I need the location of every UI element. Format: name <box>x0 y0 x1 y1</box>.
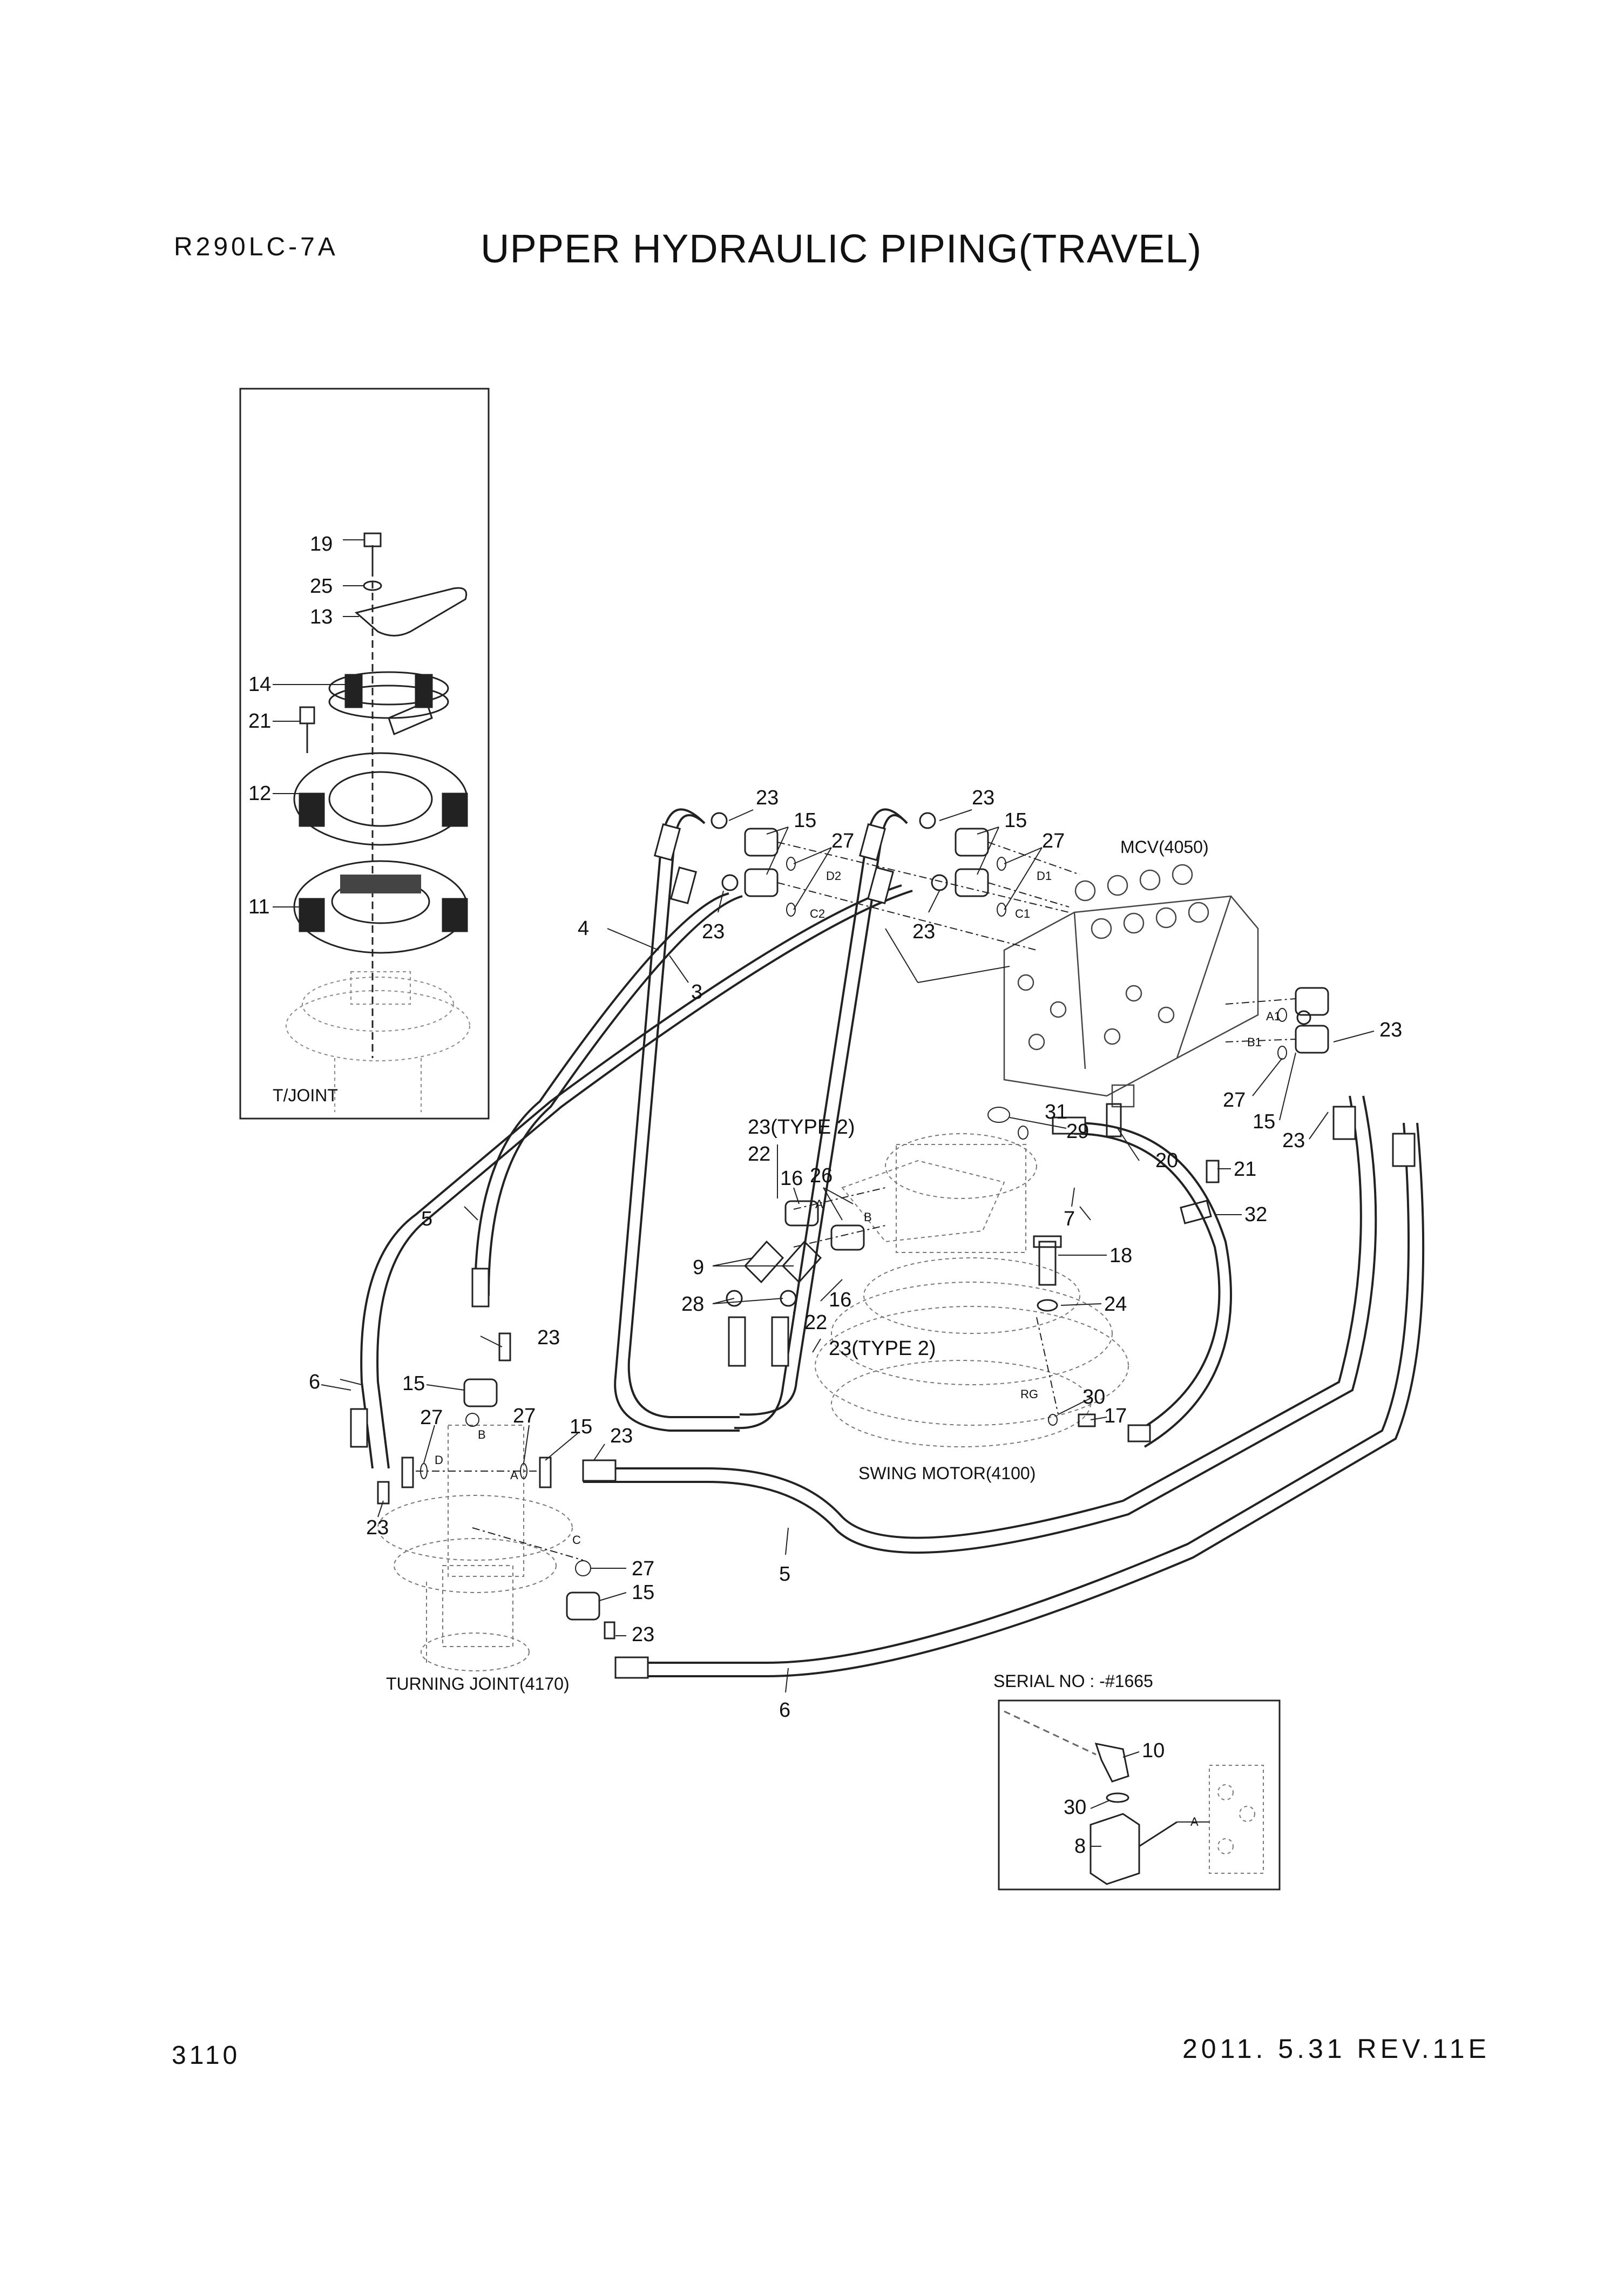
mcv-caption: MCV(4050) <box>1120 837 1209 857</box>
part-label-23: 23 <box>610 1425 633 1447</box>
part-label-27: 27 <box>1223 1089 1246 1112</box>
port-label-d1: D1 <box>1037 869 1052 883</box>
part-label-27: 27 <box>513 1405 536 1427</box>
part-label-27: 27 <box>831 830 854 852</box>
part-label-23: 23 <box>1282 1129 1305 1152</box>
part-label-13: 13 <box>310 606 333 628</box>
part-label-14: 14 <box>248 673 271 696</box>
part-label-21: 21 <box>248 710 271 733</box>
part-label-23: 23 <box>537 1326 560 1349</box>
port-label-a: A <box>815 1197 823 1211</box>
part-label-23-type2: 23(TYPE 2) <box>829 1337 936 1360</box>
serial-inset-parts <box>1004 1710 1264 1885</box>
part-label-15: 15 <box>402 1372 425 1395</box>
swing-motor <box>815 1133 1129 1447</box>
port-label-a1: A1 <box>1266 1010 1281 1023</box>
part-label-15: 15 <box>632 1581 654 1604</box>
swing-motor-fittings <box>726 1103 1220 1427</box>
part-label-9: 9 <box>693 1256 704 1279</box>
port-label-b1: B1 <box>1247 1035 1262 1049</box>
part-label-29: 29 <box>1066 1120 1089 1143</box>
page-title: UPPER HYDRAULIC PIPING(TRAVEL) <box>481 226 1202 271</box>
part-label-7: 7 <box>1064 1208 1075 1230</box>
hose-assemblies <box>360 808 1425 1677</box>
part-label-30: 30 <box>1064 1796 1086 1819</box>
part-label-6: 6 <box>309 1371 320 1393</box>
port-label-d2: D2 <box>826 869 841 883</box>
port-label-b: B <box>478 1428 486 1441</box>
part-label-23: 23 <box>366 1516 389 1539</box>
part-label-24: 24 <box>1104 1293 1127 1316</box>
revision-date: 2011. 5.31 REV.11E <box>1182 2034 1490 2064</box>
part-label-23: 23 <box>972 787 994 809</box>
part-label-8: 8 <box>1074 1835 1086 1858</box>
part-label-4: 4 <box>578 917 589 940</box>
part-label-26: 26 <box>810 1164 833 1187</box>
port-label-rg: RG <box>1020 1387 1038 1401</box>
turning-joint <box>377 1425 573 1671</box>
part-label-22: 22 <box>804 1311 827 1334</box>
part-label-17: 17 <box>1104 1405 1127 1427</box>
part-label-30: 30 <box>1082 1386 1105 1408</box>
part-label-31: 31 <box>1045 1101 1067 1123</box>
model-code: R290LC-7A <box>174 233 339 261</box>
serial-inset-frame <box>998 1699 1281 1891</box>
page-number: 3110 <box>172 2041 241 2070</box>
part-label-23: 23 <box>912 920 935 943</box>
port-label-c2: C2 <box>810 907 825 920</box>
part-label-19: 19 <box>310 533 333 556</box>
part-label-27: 27 <box>1042 830 1065 852</box>
turning-joint-caption: TURNING JOINT(4170) <box>386 1674 570 1694</box>
port-label-a: A <box>1190 1815 1199 1828</box>
part-label-5: 5 <box>421 1208 432 1230</box>
part-label-18: 18 <box>1109 1244 1132 1267</box>
part-label-23: 23 <box>632 1623 654 1646</box>
part-label-11: 11 <box>248 896 269 918</box>
part-label-16: 16 <box>780 1167 803 1190</box>
part-label-23-type2: 23(TYPE 2) <box>748 1116 855 1139</box>
port-label-b: B <box>864 1210 872 1224</box>
mcv-block <box>1003 864 1259 1108</box>
port-label-c1: C1 <box>1015 907 1030 920</box>
part-label-25: 25 <box>310 575 333 598</box>
part-label-22: 22 <box>748 1143 770 1166</box>
part-label-3: 3 <box>691 981 702 1004</box>
part-label-10: 10 <box>1142 1739 1165 1762</box>
port-label-c: C <box>572 1533 581 1547</box>
part-label-27: 27 <box>420 1406 443 1429</box>
part-label-12: 12 <box>248 782 271 805</box>
part-label-32: 32 <box>1244 1203 1267 1226</box>
port-label-d: D <box>435 1453 443 1467</box>
tjoint-caption: T/JOINT <box>273 1086 338 1105</box>
port-label-a: A <box>510 1468 518 1482</box>
part-label-16: 16 <box>829 1289 851 1311</box>
serial-note: SERIAL NO : -#1665 <box>993 1671 1153 1691</box>
part-label-23: 23 <box>1379 1019 1402 1041</box>
part-label-6: 6 <box>779 1699 790 1722</box>
tjoint-inset-frame <box>239 388 490 1120</box>
part-label-27: 27 <box>632 1557 654 1580</box>
part-label-23: 23 <box>702 920 725 943</box>
part-label-28: 28 <box>681 1293 704 1316</box>
swing-motor-caption: SWING MOTOR(4100) <box>858 1464 1036 1483</box>
turning-joint-flanges <box>377 1332 615 1640</box>
part-label-15: 15 <box>794 809 816 832</box>
part-label-5: 5 <box>779 1563 790 1586</box>
part-label-15: 15 <box>1004 809 1027 832</box>
part-label-15: 15 <box>1253 1110 1275 1133</box>
part-label-21: 21 <box>1234 1158 1256 1181</box>
part-label-20: 20 <box>1155 1149 1178 1172</box>
part-label-23: 23 <box>756 787 779 809</box>
part-label-15: 15 <box>570 1415 592 1438</box>
